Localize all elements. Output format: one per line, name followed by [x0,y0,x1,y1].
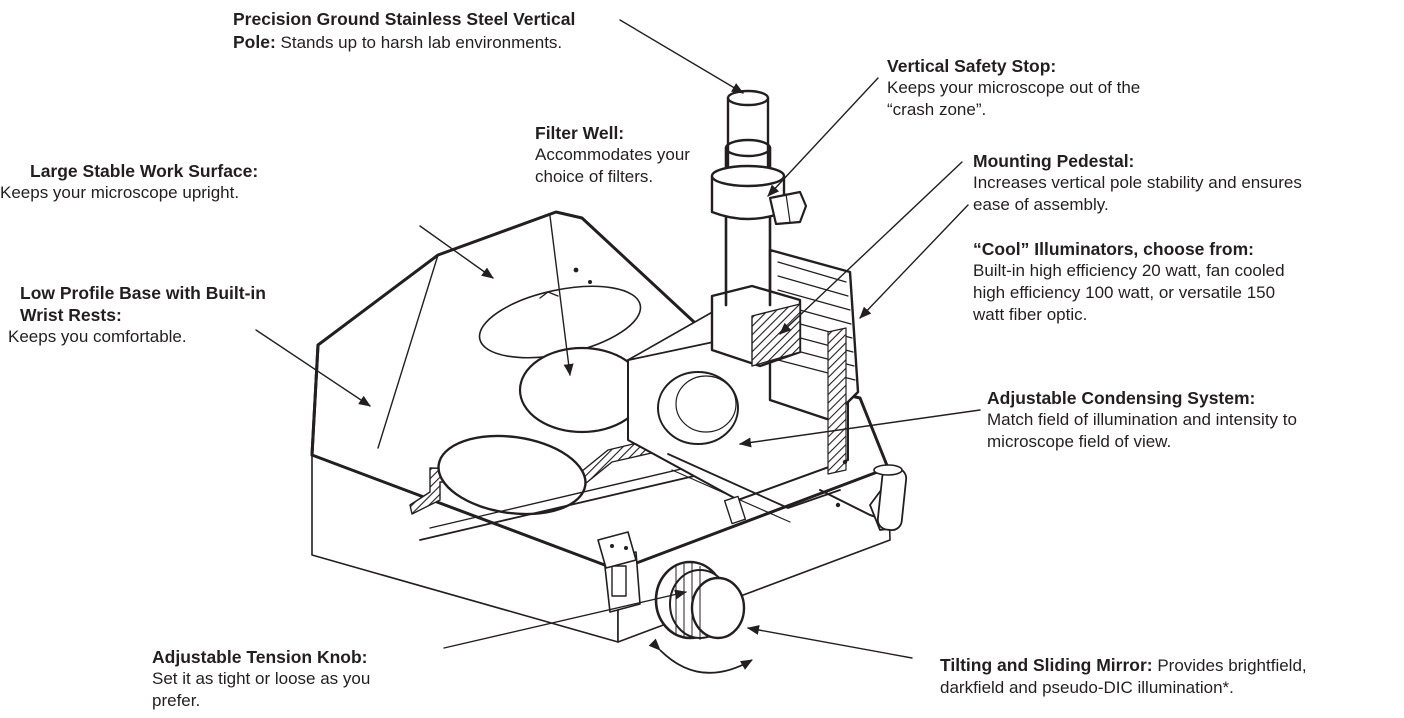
callout-mirror-title: Tilting and Sliding Mirror: [940,655,1153,675]
pole-top [724,138,772,158]
callout-condensing: Adjustable Condensing System: Match fiel… [987,387,1317,453]
callout-mirror-text: Provides brightfield, darkfield and pseu… [940,656,1307,697]
callout-work-surface-title: Large Stable Work Surface: [30,161,259,181]
leader-illuminators [859,204,969,319]
callout-illuminators-text: Built-in high efficiency 20 watt, fan co… [973,261,1285,324]
pole-assembly [710,89,808,368]
callout-condensing-text: Match field of illumination and intensit… [987,410,1297,451]
tension-knob [597,531,753,674]
callout-base: Low Profile Base with Built-in Wrist Res… [8,282,268,348]
leader-work-surface [419,225,494,279]
callout-pedestal: Mounting Pedestal: Increases vertical po… [973,150,1308,216]
callout-pole-title: Precision Ground Stainless Steel Vertica… [233,9,576,52]
callout-pedestal-title: Mounting Pedestal: [973,151,1135,171]
callout-filter-well-title: Filter Well: [535,123,625,143]
leader-mirror [747,625,913,659]
callout-pole-text: Stands up to harsh lab environments. [280,33,563,52]
slide-rail-back [429,457,729,529]
callout-filter-well: Filter Well: Accommodates your choice of… [535,122,710,188]
callout-tension: Adjustable Tension Knob: Set it as tight… [152,646,402,712]
leader-lines [255,19,981,659]
leader-tension [443,589,687,649]
callout-safety-stop-text: Keeps your microscope out of the “crash … [887,78,1141,119]
leader-pole [619,19,744,94]
callout-base-title: Low Profile Base with Built-in Wrist Res… [20,283,266,325]
leader-base [255,329,371,407]
callout-work-surface-text: Keeps your microscope upright. [0,183,240,202]
callout-safety-stop: Vertical Safety Stop: Keeps your microsc… [887,55,1187,121]
callout-base-text: Keeps you comfortable. [8,327,187,346]
mirror-disc [437,434,587,516]
rotation-arrow [648,638,753,674]
leader-pedestal [779,161,963,335]
callout-illuminators: “Cool” Illuminators, choose from: Built-… [973,238,1303,326]
callout-condensing-title: Adjustable Condensing System: [987,388,1256,408]
callout-safety-stop-title: Vertical Safety Stop: [887,56,1057,76]
filter-well-opening [518,346,646,434]
slide-rail-front [419,469,721,541]
wrist-rest-line [377,254,439,449]
callout-filter-well-text: Accommodates your choice of filters. [535,145,690,186]
callout-tension-title: Adjustable Tension Knob: [152,647,368,667]
callout-work-surface: Large Stable Work Surface: Keeps your mi… [0,160,320,204]
pedestal-section [751,303,801,367]
filter-well-notch [539,291,559,299]
illuminator-assembly [627,248,908,531]
callout-illuminators-title: “Cool” Illuminators, choose from: [973,239,1254,259]
leader-condensing [739,409,981,448]
leader-filter-well [549,215,574,376]
callout-pole: Precision Ground Stainless Steel Vertica… [233,8,613,54]
front-edge-line [310,343,320,457]
callout-pedestal-text: Increases vertical pole stability and en… [973,173,1302,214]
leader-safety-stop [767,77,879,197]
callout-mirror: Tilting and Sliding Mirror: Provides bri… [940,654,1310,699]
illuminator-section [827,327,847,475]
callout-tension-text: Set it as tight or loose as you prefer. [152,669,371,710]
